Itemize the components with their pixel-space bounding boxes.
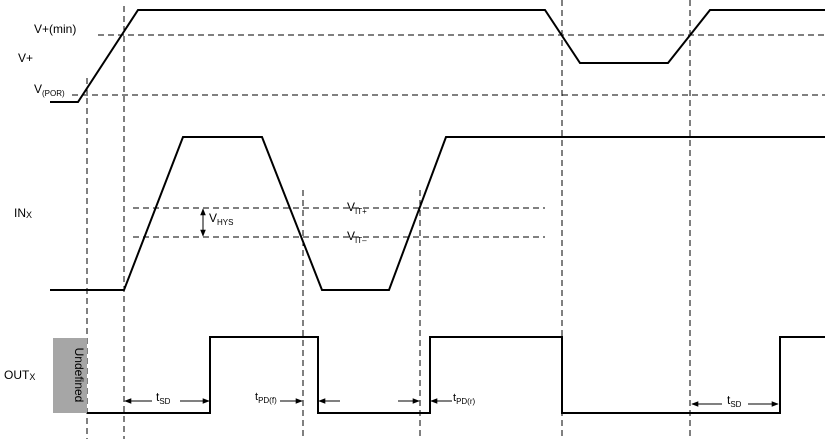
inx-waveform [50, 136, 825, 291]
vplus-signal-label: V+ [18, 51, 33, 65]
tsd-2-label: tSD [727, 393, 742, 409]
undefined-region [53, 338, 87, 413]
vit-plus-label: VIT+ [347, 200, 367, 216]
tpd-r-label: tPD(r) [453, 392, 476, 406]
vplus-min-label: V+(min) [34, 22, 76, 36]
tpd-f-label: tPD(f) [255, 391, 277, 405]
vpor-label: V(POR) [34, 82, 65, 98]
tsd-label: tSD [156, 390, 171, 406]
undefined-label: Undefined [72, 348, 86, 403]
inx-signal-label: INX [14, 206, 32, 220]
vit-minus-label: VIT– [347, 229, 367, 245]
outx-signal-label: OUTX [4, 368, 35, 382]
outx-waveform [87, 336, 825, 414]
vhys-label: VHYS [209, 211, 233, 227]
vplus-waveform [50, 9, 825, 103]
